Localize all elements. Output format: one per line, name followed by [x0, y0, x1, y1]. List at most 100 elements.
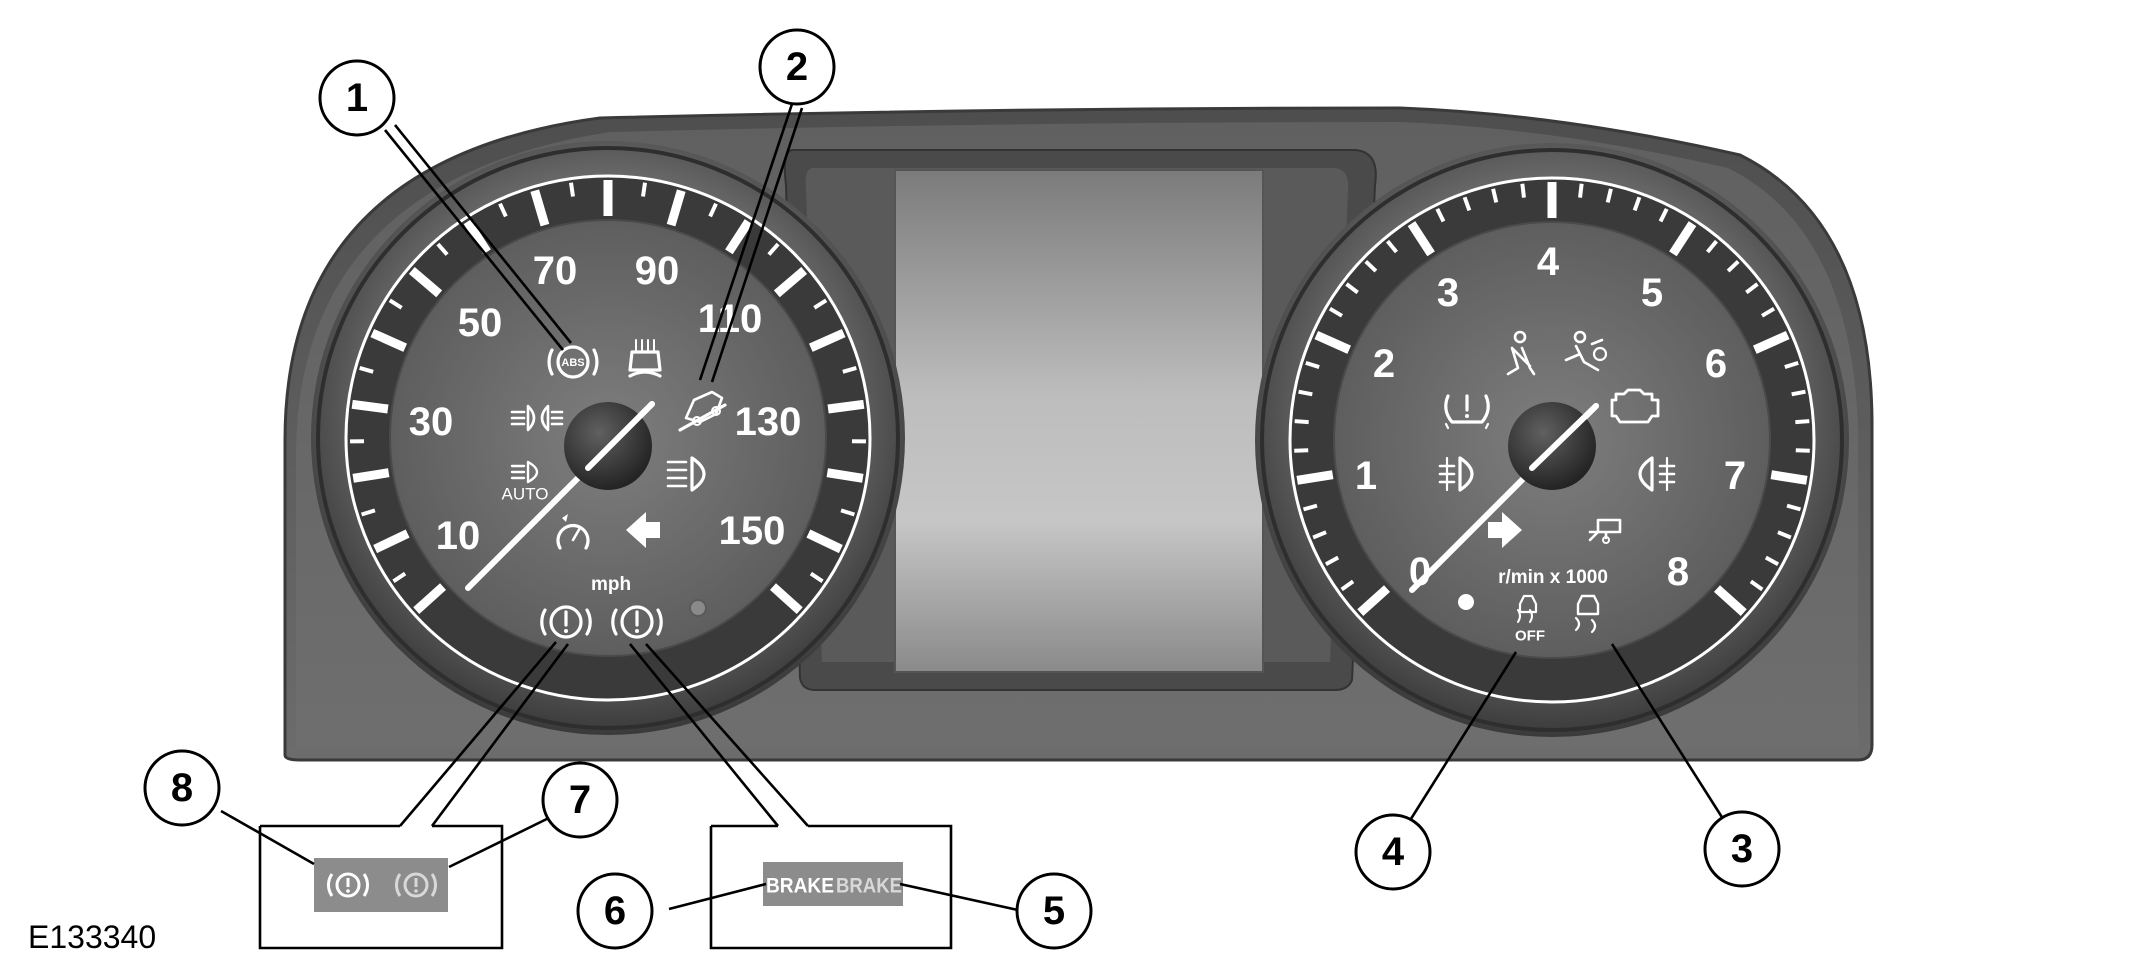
tachometer-tick-9: [1305, 360, 1320, 369]
tachometer-tick-7: [1294, 419, 1309, 425]
tyre-pressure-warning-icon: [1444, 394, 1490, 430]
tachometer-tick-13: [1364, 259, 1378, 273]
airbag-warning-icon: [1564, 330, 1608, 372]
dsc-icon: [1574, 594, 1600, 634]
tachometer-tick-32: [1791, 389, 1806, 397]
speedometer-tick-1: [392, 571, 407, 584]
brake-text-lamp-amber: BRAKE: [836, 875, 902, 898]
speed-label-90: 90: [635, 249, 680, 293]
tachometer-tick-22: [1605, 188, 1613, 203]
brake-warning-icon-left: [540, 605, 592, 639]
parking-brake-icon-red: [327, 872, 369, 898]
speed-label-50: 50: [458, 301, 503, 345]
speedometer-tick-10: [408, 267, 443, 298]
speedometer-tick-20: [725, 219, 753, 255]
callout-8: 8: [171, 766, 193, 810]
rpm-label-4: 4: [1537, 240, 1560, 284]
tachometer-tick-16: [1435, 208, 1446, 223]
tachometer-tick-24: [1658, 208, 1669, 223]
speedometer-tick-2: [373, 529, 410, 554]
main-beam-icon: [666, 456, 706, 492]
abs-warning-icon: ABS: [547, 345, 599, 379]
speedometer-tick-28: [826, 468, 864, 483]
tachometer-tick-14: [1386, 239, 1399, 254]
speedometer-tick-12: [463, 219, 491, 255]
tachometer-tick-40: [1713, 585, 1747, 616]
speedometer: 10 30 50 70 90 110 130 150 mph ABS: [311, 141, 905, 735]
tachometer-tick-38: [1764, 555, 1780, 567]
speedometer-tick-3: [361, 508, 376, 517]
speedometer-tick-15: [568, 182, 575, 197]
tachometer-tick-18: [1491, 188, 1499, 203]
speedometer-tick-14: [530, 189, 550, 227]
parking-brake-icon-amber: [395, 872, 437, 898]
tachometer-tick-39: [1749, 579, 1764, 592]
hill-descent-control-icon: [678, 390, 727, 432]
tachometer-tick-0: [1357, 585, 1391, 616]
speed-label-10: 10: [436, 514, 481, 558]
speedometer-tick-29: [840, 508, 855, 517]
tachometer-tick-23: [1632, 196, 1642, 212]
speed-unit: mph: [591, 574, 631, 595]
speedometer-tick-19: [708, 202, 718, 218]
callout-4: 4: [1382, 830, 1405, 874]
speedometer-tick-17: [641, 182, 648, 197]
heated-windscreen-icon: [628, 339, 662, 378]
speedometer-tick-23: [813, 298, 828, 310]
speed-label-110: 110: [698, 297, 763, 341]
tachometer-tick-1: [1340, 579, 1355, 592]
inset-parking-brake-lamps: [258, 824, 504, 950]
speedometer-tick-9: [388, 298, 403, 310]
right-indicator-arrow-icon: [1488, 512, 1522, 548]
tachometer-tick-marks: [1294, 182, 1810, 616]
speedometer-tick-13: [498, 202, 508, 218]
tachometer-labels: 0 1 2 3 4 5 6 7 8 r/min x 1000: [1355, 240, 1746, 594]
center-display: [783, 149, 1377, 691]
speedometer-tick-25: [842, 366, 857, 374]
tachometer-tick-11: [1328, 306, 1343, 318]
speedometer-tick-30: [806, 529, 843, 554]
inset-brake-text-lamps: BRAKE BRAKE: [709, 824, 953, 950]
tachometer-tick-6: [1294, 448, 1309, 453]
tachometer-tick-3: [1312, 530, 1327, 540]
tachometer-tick-36: [1786, 503, 1802, 512]
tachometer-tick-25: [1669, 221, 1697, 257]
rpm-label-6: 6: [1705, 342, 1727, 386]
rpm-label-0: 0: [1409, 550, 1431, 594]
tachometer-tick-28: [1745, 282, 1759, 295]
tachometer-tick-5: [1296, 470, 1334, 485]
tachometer-tick-35: [1770, 470, 1808, 485]
rpm-label-8: 8: [1667, 550, 1689, 594]
tachometer-tick-31: [1784, 360, 1799, 369]
tachometer-tick-30: [1752, 330, 1790, 354]
speedometer-tick-6: [351, 399, 389, 414]
speedometer-tick-18: [666, 189, 686, 227]
callouts: 1 2 3 4 5 6 7 8: [143, 28, 1781, 950]
speed-label-130: 130: [735, 400, 802, 444]
callout-leader-lines: [220, 103, 1727, 912]
speedometer-tick-11: [436, 242, 449, 256]
figure-reference: E133340: [28, 919, 156, 955]
front-fog-light-icon: [1438, 456, 1474, 492]
tachometer-tick-10: [1314, 330, 1352, 354]
rear-fog-light-icon: [1638, 456, 1676, 492]
speed-label-150: 150: [719, 509, 786, 553]
speedometer-tick-8: [370, 328, 408, 352]
speedometer-tick-24: [808, 328, 846, 352]
brake-text-lamp-red: BRAKE: [766, 875, 834, 898]
rpm-unit: r/min x 1000: [1498, 567, 1608, 588]
tachometer-tick-4: [1302, 503, 1318, 512]
speedometer-tick-26: [827, 399, 865, 414]
callout-1: 1: [346, 76, 368, 120]
speedometer-indicator-dot: [689, 599, 707, 617]
tachometer-tick-27: [1726, 259, 1740, 273]
speedometer-tick-21: [767, 242, 780, 256]
speedometer-tick-4: [352, 468, 390, 483]
rpm-label-7: 7: [1724, 454, 1746, 498]
left-indicator-arrow-icon: [626, 512, 660, 548]
tachometer-tick-12: [1345, 282, 1359, 295]
callout-3: 3: [1731, 827, 1753, 871]
tachometer-tick-15: [1407, 221, 1435, 257]
tachometer-tick-37: [1777, 530, 1792, 540]
